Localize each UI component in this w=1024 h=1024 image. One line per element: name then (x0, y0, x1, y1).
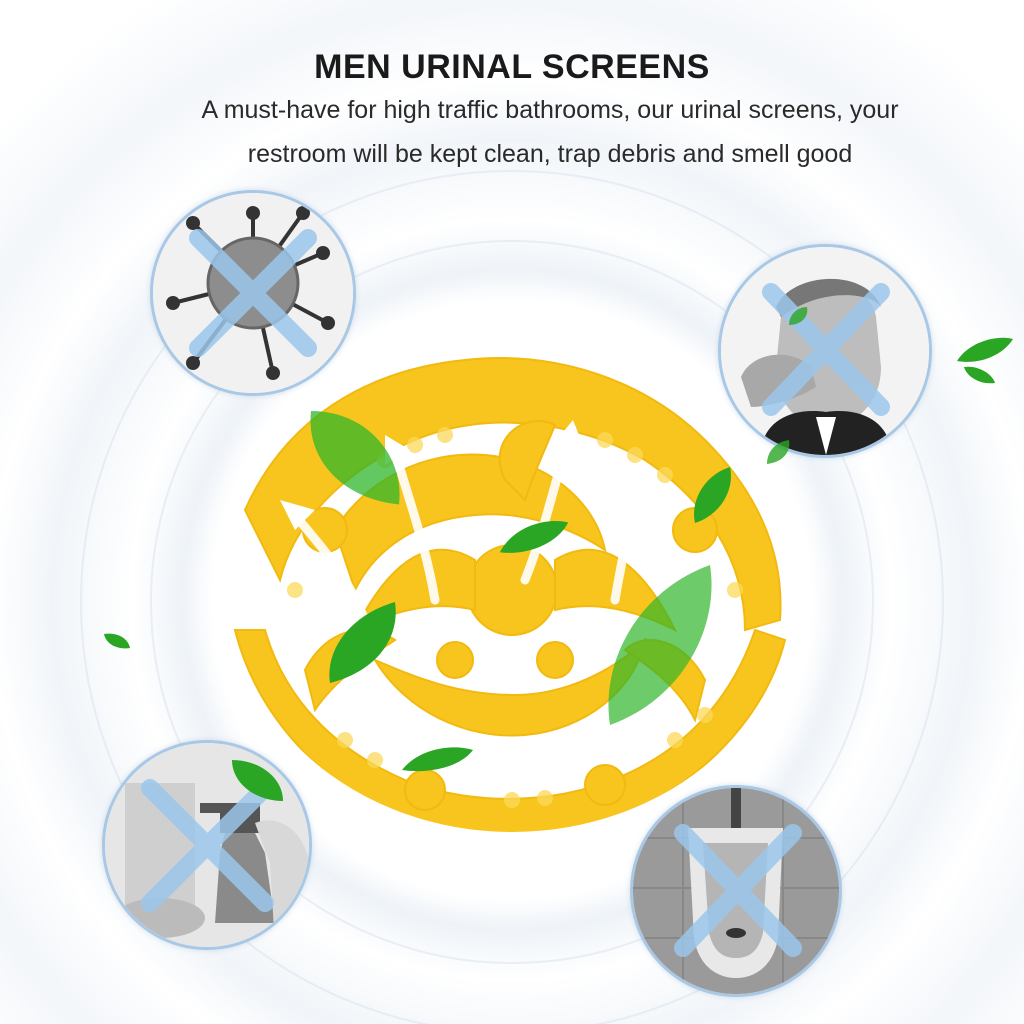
green-leaf-icon (767, 440, 790, 464)
green-leaf-icon (964, 366, 995, 384)
bacteria-badge (150, 190, 356, 396)
odor-badge (718, 244, 932, 458)
urinal-badge (630, 785, 842, 997)
spray-bottle-crossed-icon (105, 743, 309, 947)
green-leaf-icon (608, 565, 712, 725)
page-title: MEN URINAL SCREENS (314, 48, 710, 86)
man-holding-nose-crossed-icon (721, 247, 929, 455)
subtitle-line-1: A must-have for high traffic bathrooms, … (201, 96, 899, 124)
background-ring (80, 170, 944, 1024)
subtitle-line-2: restroom will be kept clean, trap debris… (247, 140, 853, 168)
green-leaf-icon (789, 307, 808, 325)
green-leaf-icon (694, 467, 731, 523)
green-leaf-icon (310, 411, 400, 505)
green-leaf-icon (232, 760, 283, 801)
background-ring (150, 240, 874, 964)
dirty-urinal-crossed-icon (633, 788, 839, 994)
green-leaf-icon (499, 521, 569, 553)
green-leaf-icon (957, 337, 1013, 362)
green-leaf-icon (104, 633, 130, 649)
green-leaf-icon (329, 602, 396, 683)
green-leaf-icon (402, 747, 473, 772)
virus-crossed-icon (153, 193, 353, 393)
spray-badge (102, 740, 312, 950)
